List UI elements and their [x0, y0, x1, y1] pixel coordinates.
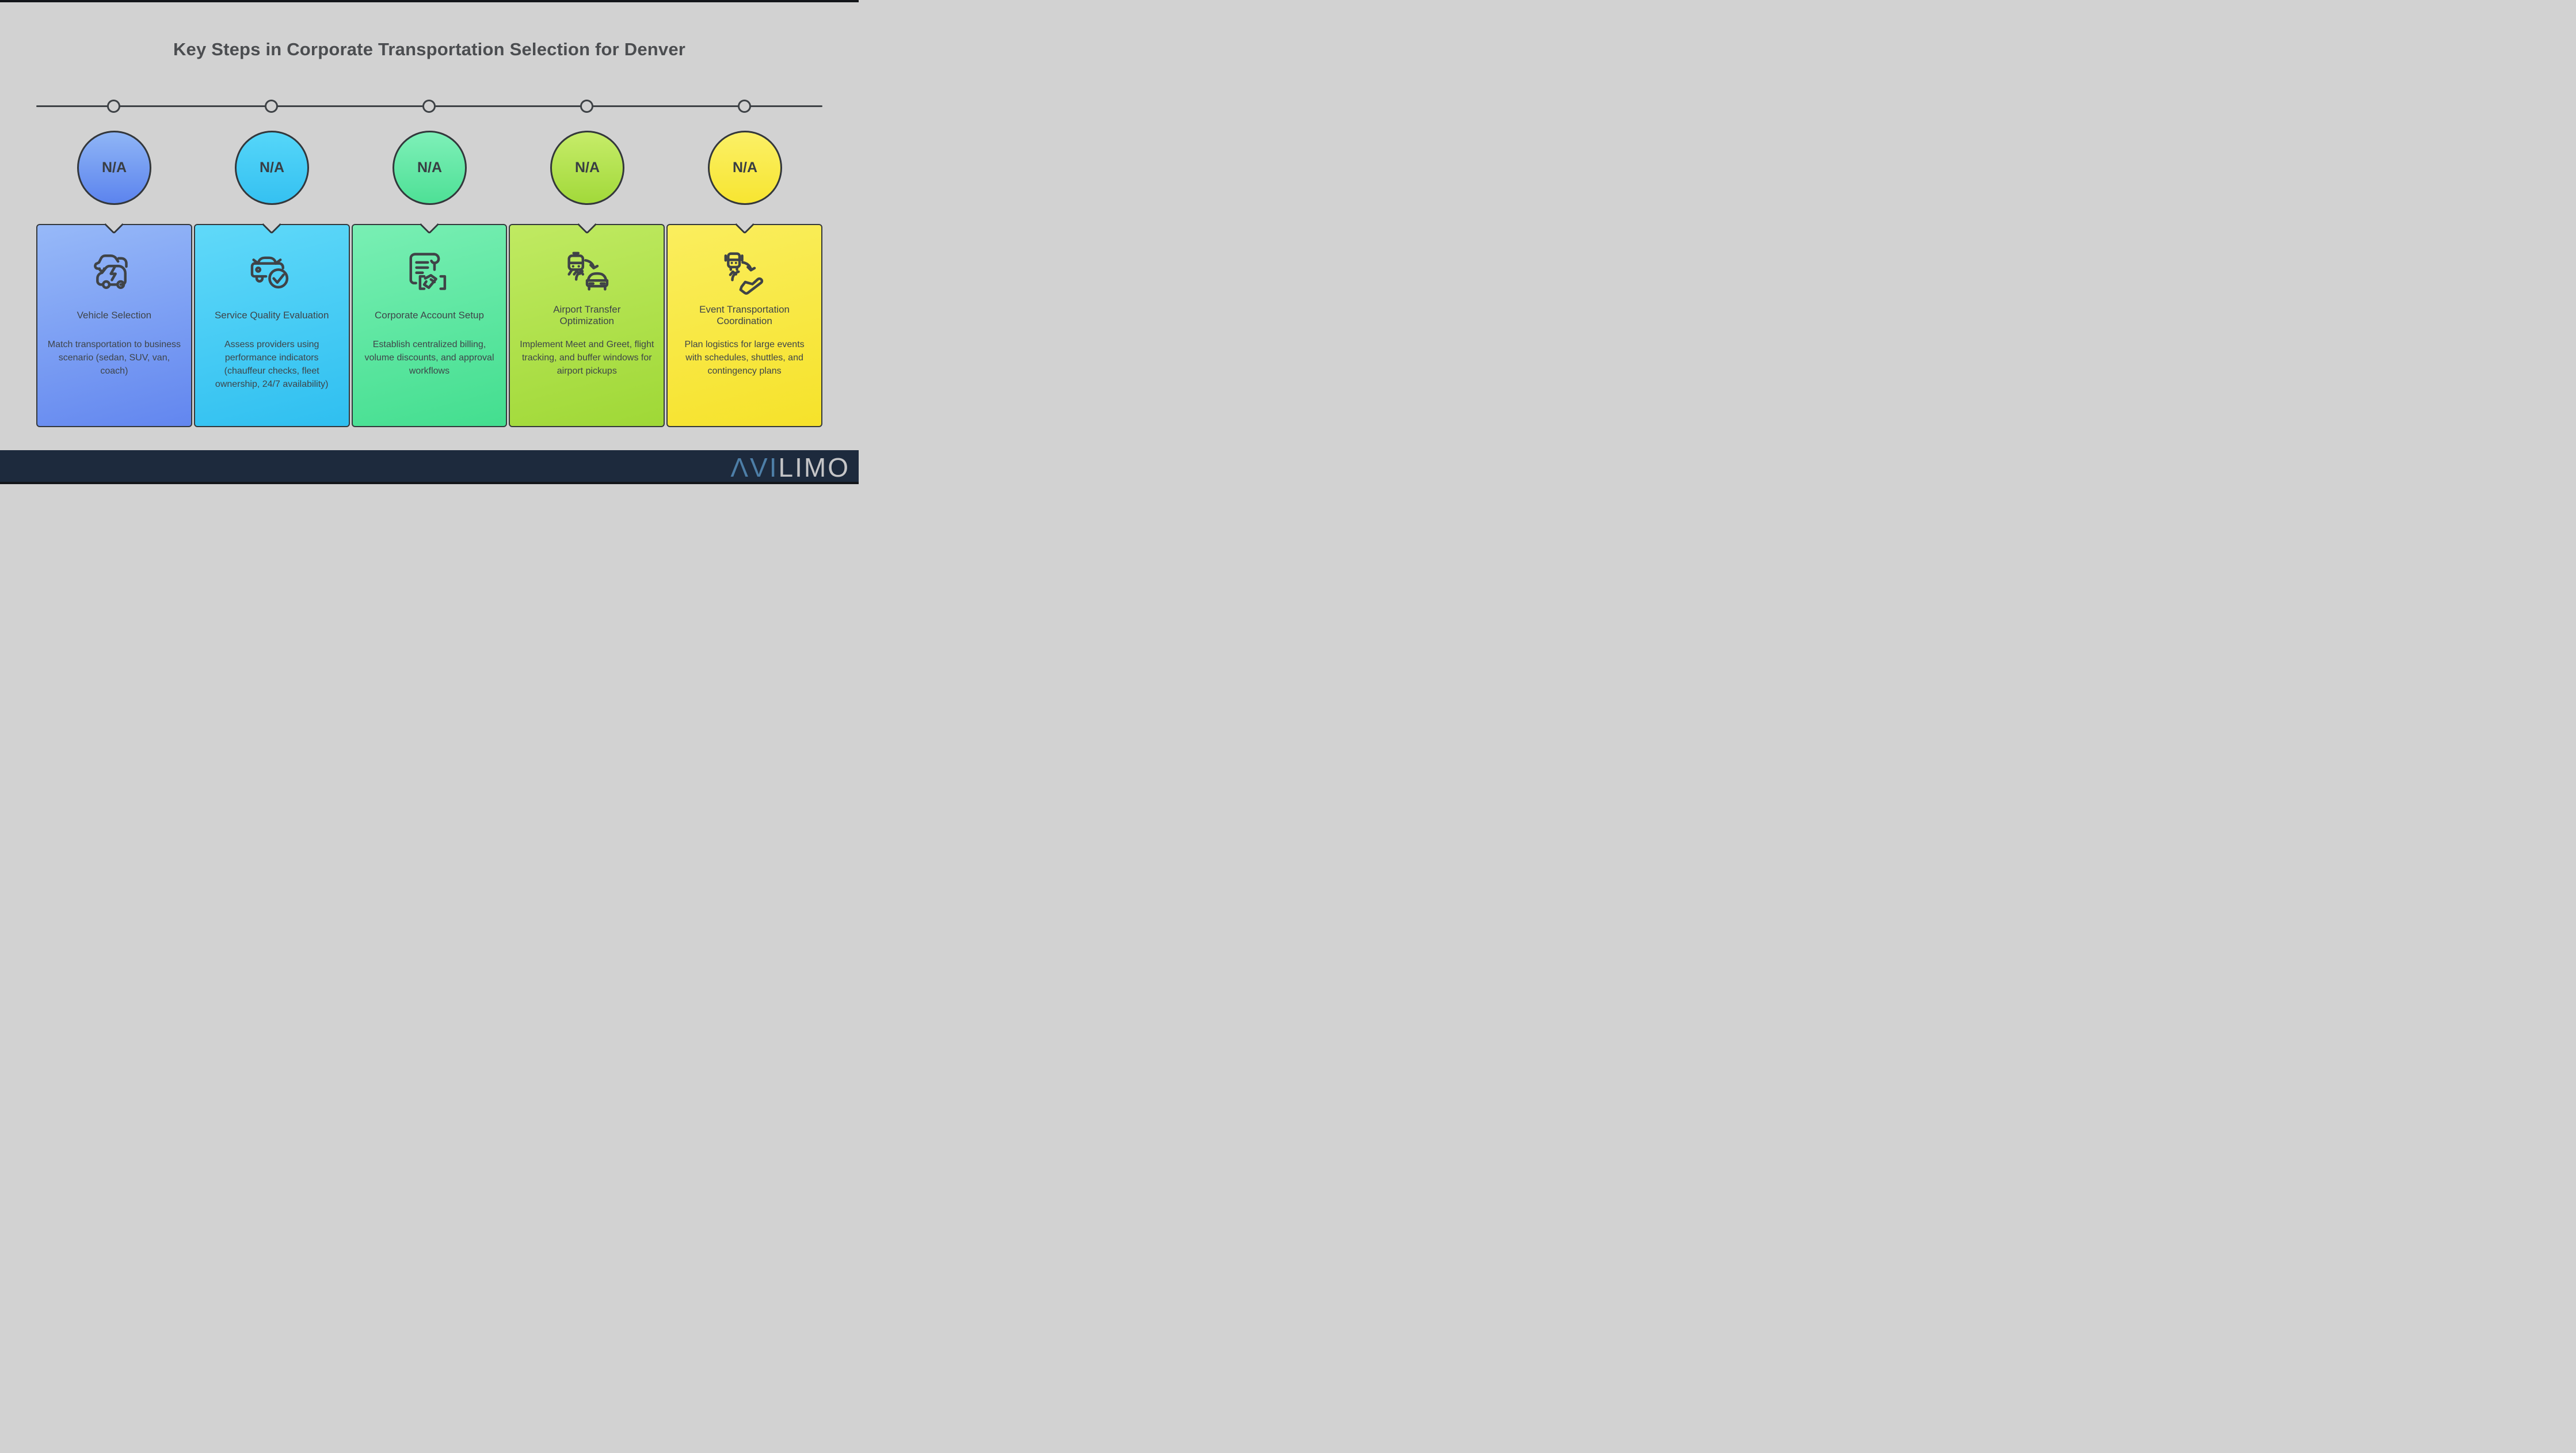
- contract-handshake-icon: [405, 247, 454, 296]
- step-title: Event Transportation Coordination: [699, 303, 790, 326]
- electric-vehicles-icon: [89, 247, 139, 296]
- step-description: Match transportation to business scenari…: [47, 340, 181, 376]
- avilimo-logo: ΛVILIMO: [730, 454, 850, 481]
- top-edge-border: [0, 0, 859, 2]
- step-description: Establish centralized billing, volume di…: [364, 340, 494, 376]
- step-title: Vehicle Selection: [77, 309, 152, 321]
- train-car-transfer-icon: [562, 247, 612, 296]
- step-description: Plan logistics for large events with sch…: [684, 340, 805, 376]
- bus-plane-transfer-icon: [720, 247, 769, 296]
- footer-bar: ΛVILIMO: [0, 450, 859, 484]
- step-badge-label: N/A: [259, 159, 285, 176]
- logo-prefix: ΛVI: [730, 452, 779, 482]
- step-badge-circle: N/A: [550, 131, 624, 205]
- step-badge-circle: N/A: [393, 131, 467, 205]
- step-card-airport-transfer: Airport Transfer Optimization Implement …: [509, 224, 665, 427]
- step-description: Assess providers using performance indic…: [215, 340, 329, 390]
- timeline-marker: [107, 100, 120, 113]
- step-badge-label: N/A: [732, 159, 758, 176]
- bottom-edge-border: [0, 482, 859, 484]
- logo-suffix: LIMO: [778, 452, 850, 482]
- step-card-corporate-account: Corporate Account Setup Establish centra…: [351, 224, 508, 427]
- step-badge-circle: N/A: [708, 131, 782, 205]
- step-badge-label: N/A: [574, 159, 600, 176]
- step-card-event-transportation: Event Transportation Coordination Plan l…: [666, 224, 822, 427]
- step-title: Airport Transfer Optimization: [553, 303, 621, 326]
- step-badge-circle: N/A: [77, 131, 151, 205]
- steps-row: Vehicle Selection Match transportation t…: [36, 224, 822, 427]
- step-title: Corporate Account Setup: [375, 309, 484, 321]
- car-check-icon: [247, 247, 296, 296]
- timeline-marker: [422, 100, 436, 113]
- timeline-marker: [580, 100, 593, 113]
- step-card-vehicle-selection: Vehicle Selection Match transportation t…: [36, 224, 192, 427]
- infographic-canvas: Key Steps in Corporate Transportation Se…: [0, 0, 859, 484]
- timeline-marker: [265, 100, 278, 113]
- step-badge-circle: N/A: [235, 131, 309, 205]
- step-badge-label: N/A: [101, 159, 127, 176]
- step-badge-label: N/A: [417, 159, 443, 176]
- step-title: Service Quality Evaluation: [214, 309, 329, 321]
- step-card-service-quality: Service Quality Evaluation Assess provid…: [193, 224, 350, 427]
- timeline-marker: [738, 100, 751, 113]
- step-description: Implement Meet and Greet, flight trackin…: [520, 340, 654, 376]
- page-title: Key Steps in Corporate Transportation Se…: [173, 39, 686, 59]
